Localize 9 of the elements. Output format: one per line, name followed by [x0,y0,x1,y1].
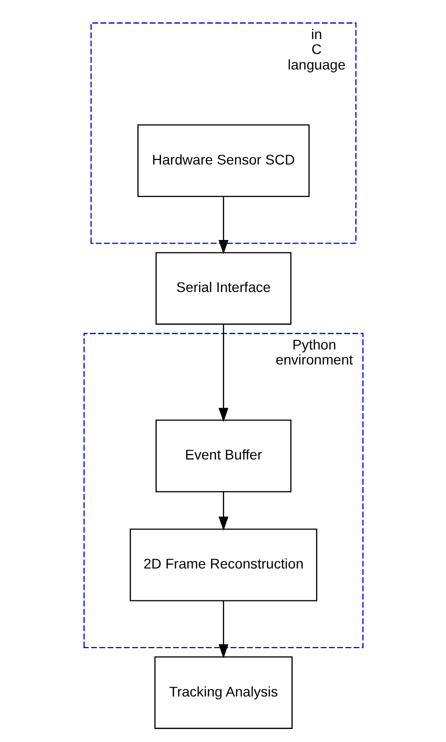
node-box: Hardware Sensor SCD [136,124,310,197]
node-box: Event Buffer [155,420,291,492]
arrow [218,492,228,531]
node-box: Tracking Analysis [154,656,292,729]
node-box: 2D Frame Reconstruction [129,528,317,602]
arrow [218,196,228,254]
node-box: Serial Interface [155,252,291,325]
arrow [218,324,228,422]
arrow [218,600,228,658]
